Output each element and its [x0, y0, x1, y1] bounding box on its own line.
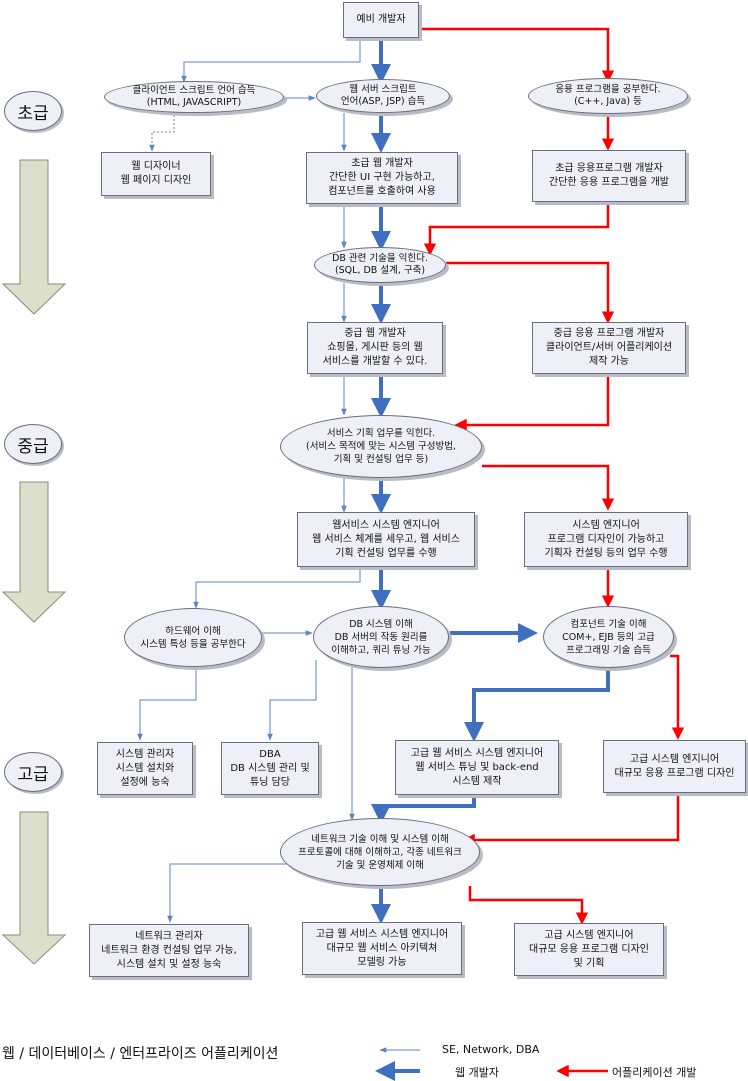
edge-thin-14: [167, 863, 292, 923]
edge-thin-3: [149, 111, 175, 152]
edge-app-1: [420, 27, 615, 83]
node-service-planning: 서비스 기획 업무를 익힌다. (서비스 목적에 맞는 시스템 구성방법, 기획…: [280, 415, 482, 478]
node-senior-system-engineer: 고급 시스템 엔지니어 대규모 응용 프로그램 디자인: [603, 740, 746, 793]
node-system-admin: 시스템 관리자 시스템 설치와 설정에 능숙: [97, 742, 193, 795]
node-component-tech: 컴포넌트 기술 이해 COM+, EJB 등의 고급 프로그래밍 기술 습득: [543, 606, 674, 668]
level-intermediate: 중급: [4, 424, 62, 464]
level-beginner-label: 초급: [17, 103, 49, 124]
node-web-server-script: 웹 서버 스크립트 언어(ASP, JSP) 습득: [316, 79, 450, 113]
edge-thin-12: [267, 660, 317, 741]
node-mid-web-dev: 중급 웹 개발자 쇼핑몰, 게시판 등의 웹 서비스를 개발할 수 있다.: [307, 322, 443, 374]
node-client-script: 클라이언트 스크립트 언어 습득 (HTML, JAVASCRIPT): [104, 81, 284, 113]
legend-app-developer: 어플리케이션 개발: [612, 1066, 697, 1079]
legend-title: 웹 / 데이터베이스 / 엔터프라이즈 어플리케이션: [2, 1046, 279, 1062]
node-network-admin: 네트워크 관리자 네트워크 환경 컨설팅 업무 가능, 시스템 설치 및 설정 …: [89, 924, 249, 977]
edge-app-9: [462, 795, 680, 847]
edge-thin-9: [193, 567, 361, 609]
edge-app-4: [446, 261, 615, 324]
level-arrow-2: [1, 481, 67, 623]
edge-thin-1: [181, 40, 361, 83]
edge-thin-11: [137, 667, 197, 741]
level-arrow-1: [1, 159, 67, 315]
node-prospective-developer: 예비 개발자: [343, 2, 419, 38]
level-arrow-3: [1, 811, 67, 965]
edge-app-3: [423, 203, 610, 256]
level-intermediate-label: 중급: [17, 436, 49, 457]
edge-app-8: [670, 654, 685, 740]
edge-app-6: [482, 464, 615, 511]
node-senior-system-engineer-2: 고급 시스템 엔지니어 대규모 응용 프로그램 디자인 및 기획: [514, 923, 664, 976]
node-network-tech: 네트워크 기술 이해 및 시스템 이해 프로토콜에 대해 이해하고, 각종 네트…: [280, 818, 480, 886]
node-junior-app-dev: 초급 응용프로그램 개발자 간단한 응용 프로그램을 개발: [532, 150, 686, 202]
node-web-system-engineer: 웹서비스 시스템 엔지니어 웹 서비스 체계를 세우고, 웹 서비스 기획 컨설…: [297, 512, 475, 567]
edge-web-10: [371, 795, 476, 824]
level-advanced-label: 고급: [17, 764, 49, 785]
node-system-engineer: 시스템 엔지니어 프로그램 디자인이 가능하고 기획자 컨설팅 등의 업무 수행: [524, 512, 688, 567]
node-dba: DBA DB 시스템 관리 및 튜닝 담당: [221, 742, 319, 795]
node-web-designer: 웹 디자이너 웹 페이지 디자인: [101, 152, 211, 196]
legend-web-developer: 웹 개발자: [455, 1066, 499, 1079]
node-db-system: DB 시스템 이해 DB 서버의 작동 원리를 이해하고, 쿼리 튜닝 가능: [313, 606, 449, 668]
node-mid-app-dev: 중급 응용 프로그램 개발자 클라이언트/서버 어플리케이션 제작 가능: [532, 322, 686, 374]
edge-app-10: [468, 886, 589, 925]
node-senior-web-system-engineer: 고급 웹 서비스 시스템 엔지니어 웹 서비스 튜닝 및 back-end 시스…: [395, 740, 559, 795]
node-hardware: 하드웨어 이해 시스템 특성 등을 공부한다: [124, 608, 262, 667]
level-advanced: 고급: [4, 752, 62, 792]
legend-se-network-dba: SE, Network, DBA: [442, 1043, 540, 1056]
level-beginner: 초급: [4, 91, 62, 131]
node-junior-web-dev: 초급 웹 개발자 간단한 UI 구현 가능하고, 컴포넌트를 호출하여 사용: [306, 152, 458, 204]
node-study-application: 응용 프로그램을 공부한다. (C++, Java) 등: [528, 78, 688, 114]
edge-web-9: [464, 667, 610, 742]
node-senior-web-system-engineer-2: 고급 웹 서비스 시스템 엔지니어 대규모 웹 서비스 아키텍쳐 모델링 가능: [302, 922, 462, 975]
edge-app-5: [454, 376, 610, 432]
node-db-skills: DB 관련 기술을 익힌다. (SQL, DB 설계, 구축): [314, 247, 446, 283]
